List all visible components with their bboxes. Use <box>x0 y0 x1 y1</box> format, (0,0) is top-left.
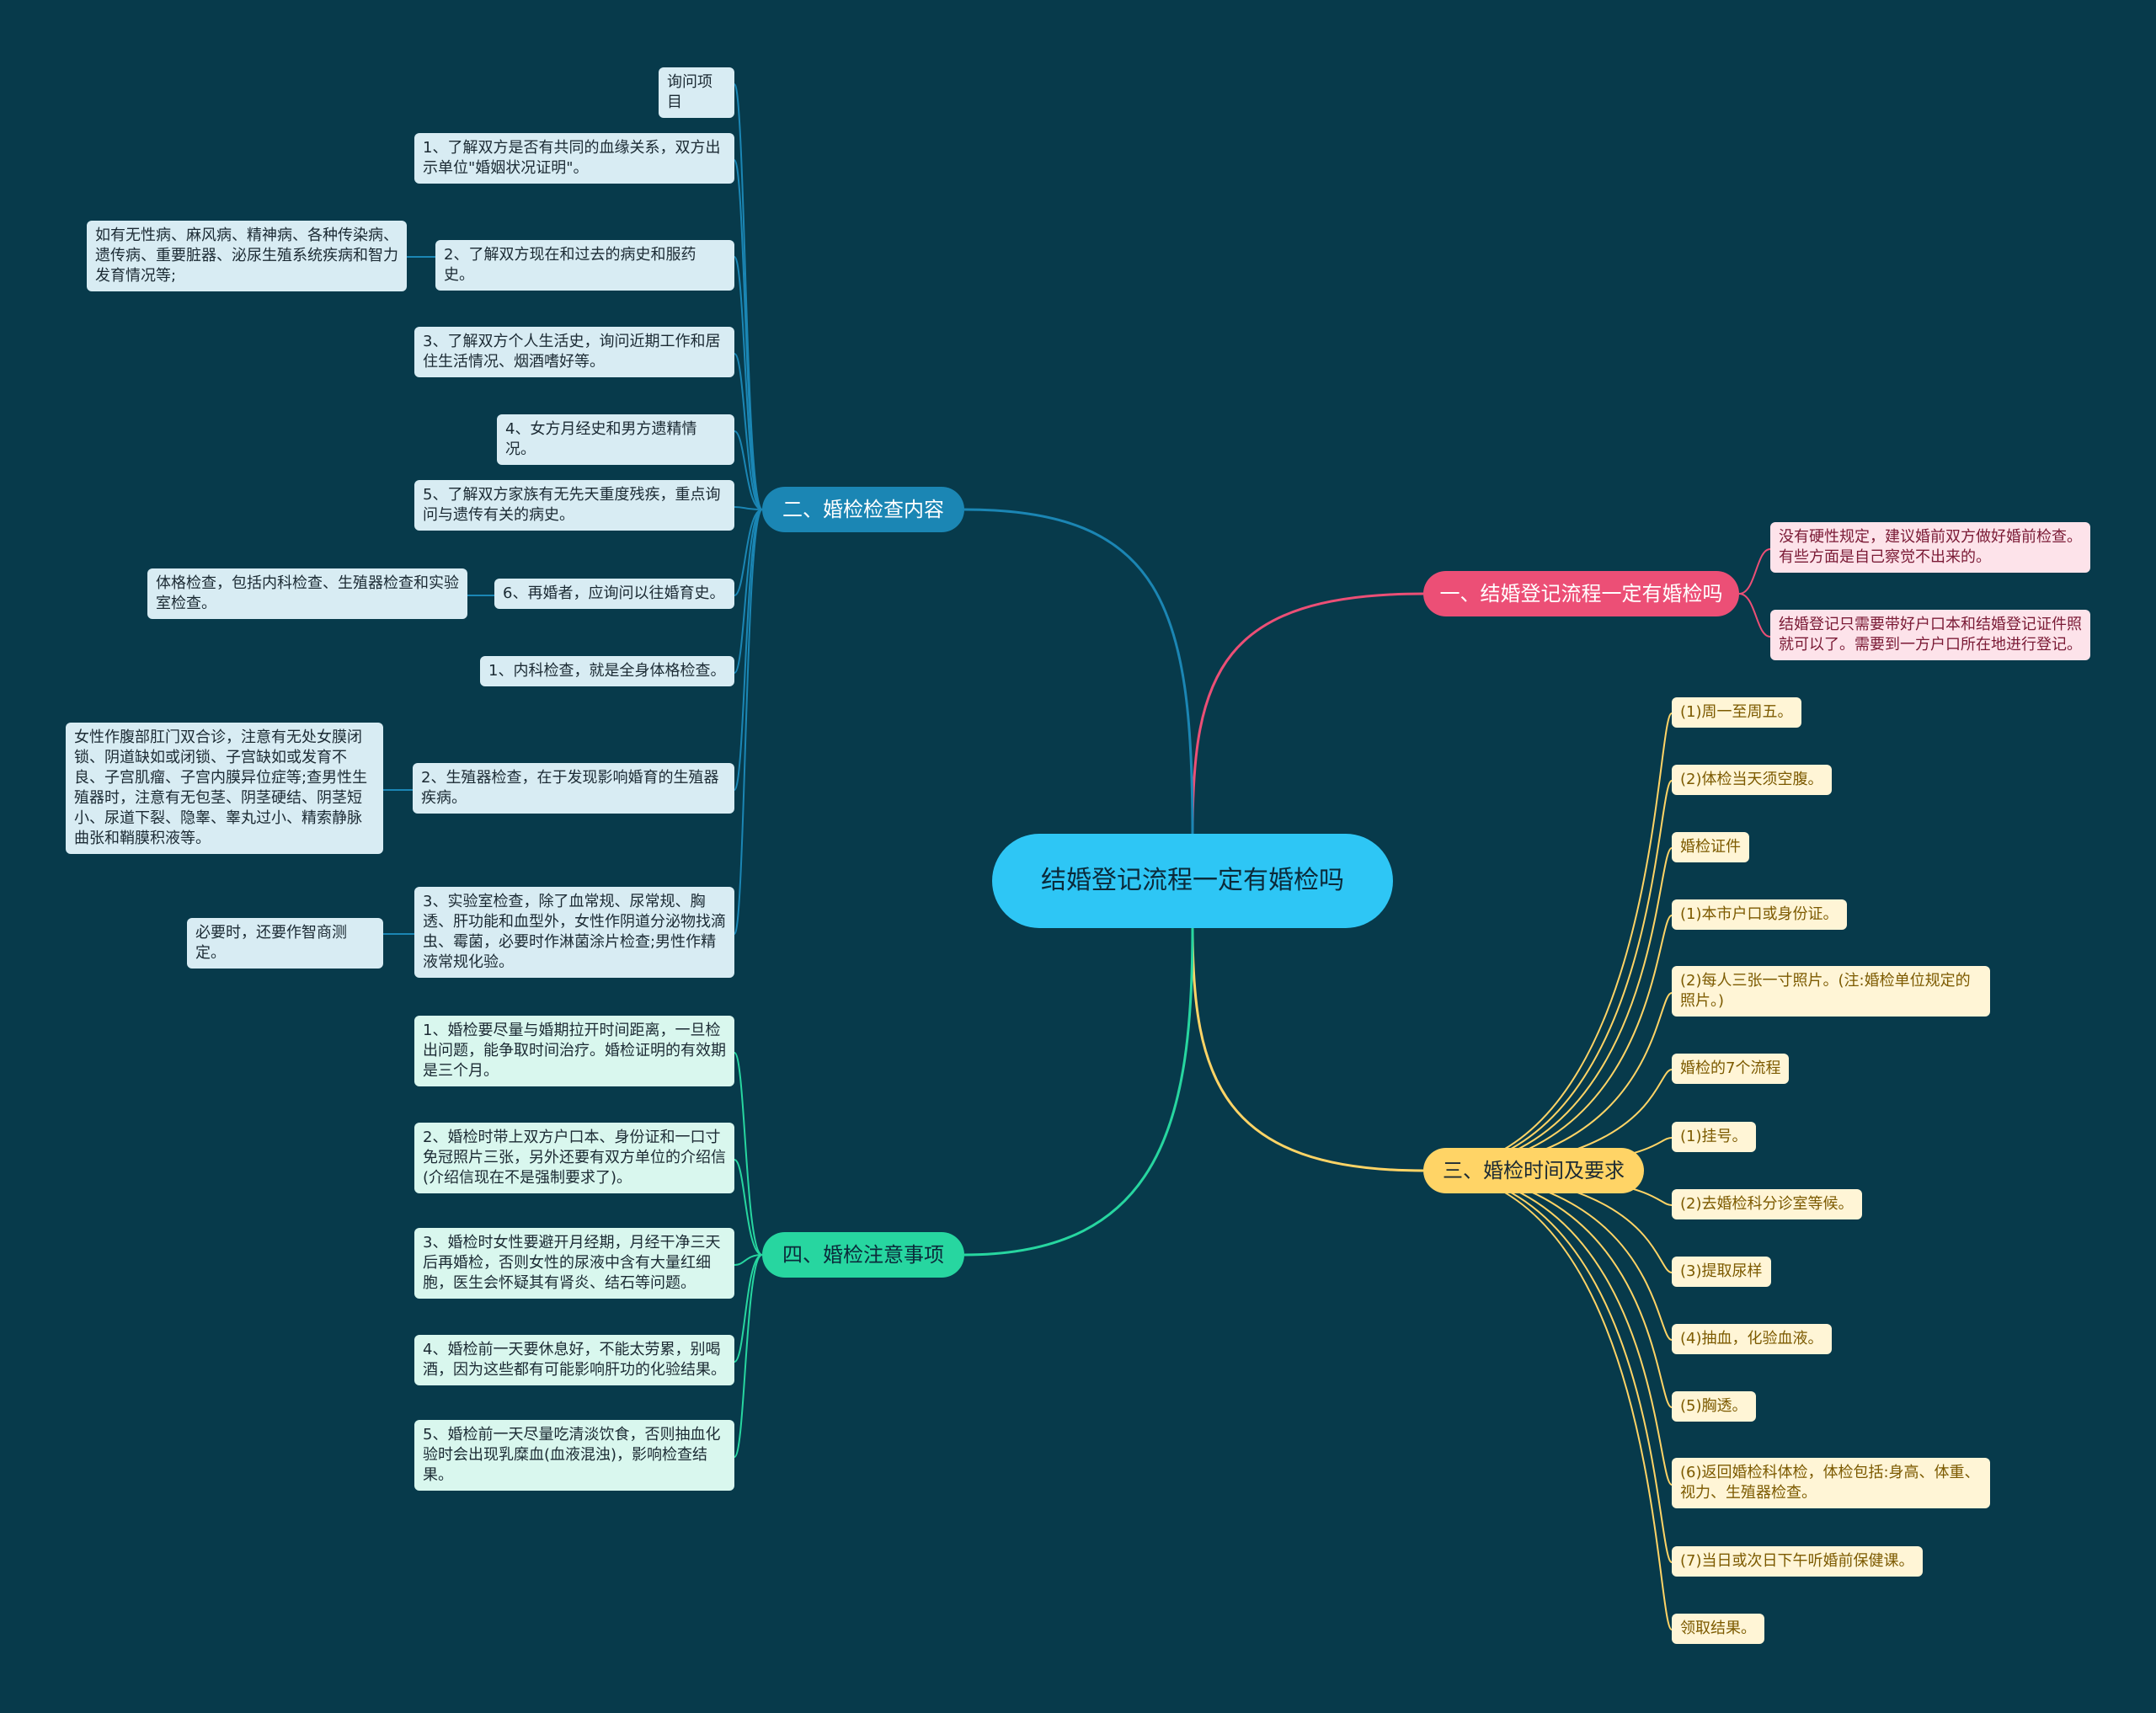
link-b3-item12 <box>1422 1170 1673 1486</box>
branch-3-item-6[interactable]: 婚检的7个流程 <box>1672 1054 1790 1084</box>
link-b3-item10 <box>1422 1170 1673 1341</box>
link-b2-item9 <box>734 509 763 791</box>
branch-3-item-8[interactable]: (2)去婚检科分诊室等候。 <box>1672 1189 1862 1219</box>
link-b2-item6 <box>734 506 763 510</box>
link-b2-item1 <box>734 83 763 510</box>
branch-2-detail-2[interactable]: 体格检查，包括内科检查、生殖器检查和实验室检查。 <box>147 568 467 619</box>
branch-3-item-14[interactable]: 领取结果。 <box>1672 1614 1764 1644</box>
branch-3-node[interactable]: 三、婚检时间及要求 <box>1423 1148 1644 1193</box>
branch-2-item-5[interactable]: 4、女方月经史和男方遗精情况。 <box>497 414 734 465</box>
branch-3-item-4[interactable]: (1)本市户口或身份证。 <box>1672 899 1847 930</box>
branch-4-node[interactable]: 四、婚检注意事项 <box>762 1232 964 1278</box>
branch-3-item-7[interactable]: (1)挂号。 <box>1672 1122 1756 1152</box>
link-b4-item5 <box>734 1254 763 1458</box>
link-root-branch3 <box>1191 926 1424 1172</box>
link-b4-item1 <box>734 1052 763 1256</box>
branch-2-item-1[interactable]: 询问项目 <box>659 67 734 118</box>
branch-2-item-10[interactable]: 3、实验室检查，除了血常规、尿常规、胸透、肝功能和血型外，女性作阴道分泌物找滴虫… <box>414 887 734 978</box>
branch-1-node[interactable]: 一、结婚登记流程一定有婚检吗 <box>1423 571 1739 616</box>
branch-3-item-2[interactable]: (2)体检当天须空腹。 <box>1672 765 1832 795</box>
link-b2-item7 <box>734 509 763 596</box>
branch-2-item-9[interactable]: 2、生殖器检查，在于发现影响婚育的生殖器疾病。 <box>413 763 734 814</box>
link-root-branch1 <box>1191 592 1424 835</box>
link-b1-item1 <box>1738 548 1771 595</box>
branch-3-item-9[interactable]: (3)提取尿样 <box>1672 1257 1771 1287</box>
branch-4-item-4[interactable]: 4、婚检前一天要休息好，不能太劳累，别喝酒，因为这些都有可能影响肝功的化验结果。 <box>414 1335 734 1385</box>
link-b3-item5 <box>1422 992 1673 1171</box>
link-b3-item11 <box>1422 1170 1673 1408</box>
branch-2-item-2[interactable]: 1、了解双方是否有共同的血缘关系，双方出示单位"婚姻状况证明"。 <box>414 133 734 184</box>
branch-2-item-7[interactable]: 6、再婚者，应询问以往婚育史。 <box>494 579 734 609</box>
link-b3-item4 <box>1422 915 1673 1171</box>
branch-4-item-2[interactable]: 2、婚检时带上双方户口本、身份证和一口寸免冠照片三张，另外还要有双方单位的介绍信… <box>414 1123 734 1193</box>
link-b2-item3 <box>734 256 763 510</box>
branch-2-item-6[interactable]: 5、了解双方家族有无先天重度残疾，重点询问与遗传有关的病史。 <box>414 480 734 531</box>
branch-2-item-8[interactable]: 1、内科检查，就是全身体格检查。 <box>480 656 734 686</box>
link-root-branch2 <box>963 508 1194 835</box>
branch-1-item-2[interactable]: 结婚登记只需要带好户口本和结婚登记证件照就可以了。需要到一方户口所在地进行登记。 <box>1770 610 2090 660</box>
root-title: 结婚登记流程一定有婚检吗 <box>1041 866 1344 895</box>
link-b1-item2 <box>1738 593 1771 638</box>
link-b2-item8 <box>734 509 763 674</box>
branch-4-item-1[interactable]: 1、婚检要尽量与婚期拉开时间距离，一旦检出问题，能争取时间治疗。婚检证明的有效期… <box>414 1016 734 1086</box>
branch-3-title: 三、婚检时间及要求 <box>1443 1159 1625 1182</box>
link-b2-item4 <box>734 353 763 510</box>
branch-3-item-10[interactable]: (4)抽血，化验血液。 <box>1672 1324 1832 1354</box>
branch-2-detail-4[interactable]: 必要时，还要作智商测定。 <box>187 918 383 969</box>
branch-3-item-11[interactable]: (5)胸透。 <box>1672 1391 1756 1422</box>
link-b4-item3 <box>734 1254 763 1266</box>
link-b4-item2 <box>734 1159 763 1256</box>
link-b3-item1 <box>1422 712 1673 1171</box>
branch-2-detail-1[interactable]: 如有无性病、麻风病、精神病、各种传染病、遗传病、重要脏器、泌尿生殖系统疾病和智力… <box>87 221 407 291</box>
branch-3-item-5[interactable]: (2)每人三张一寸照片。(注:婚检单位规定的照片。) <box>1672 966 1990 1017</box>
link-root-branch4 <box>963 926 1194 1257</box>
branch-2-title: 二、婚检检查内容 <box>782 498 944 521</box>
link-b2-item10 <box>734 509 763 935</box>
branch-3-item-13[interactable]: (7)当日或次日下午听婚前保健课。 <box>1672 1546 1923 1577</box>
root-node[interactable]: 结婚登记流程一定有婚检吗 <box>992 834 1393 928</box>
branch-4-title: 四、婚检注意事项 <box>782 1243 944 1267</box>
link-b2-item2 <box>734 159 763 510</box>
branch-4-item-5[interactable]: 5、婚检前一天尽量吃清淡饮食，否则抽血化验时会出现乳糜血(血液混浊)，影响检查结… <box>414 1420 734 1491</box>
branch-1-item-1[interactable]: 没有硬性规定，建议婚前双方做好婚前检查。有些方面是自己察觉不出来的。 <box>1770 522 2090 573</box>
branch-4-item-3[interactable]: 3、婚检时女性要避开月经期，月经干净三天后再婚检，否则女性的尿液中含有大量红细胞… <box>414 1228 734 1299</box>
link-b2-item5 <box>734 430 763 510</box>
link-b4-item4 <box>734 1254 763 1363</box>
branch-1-title: 一、结婚登记流程一定有婚检吗 <box>1439 582 1723 606</box>
link-b3-item14 <box>1422 1170 1673 1630</box>
branch-3-item-1[interactable]: (1)周一至周五。 <box>1672 697 1801 728</box>
branch-2-node[interactable]: 二、婚检检查内容 <box>762 487 964 532</box>
branch-2-item-3[interactable]: 2、了解双方现在和过去的病史和服药史。 <box>435 240 734 291</box>
branch-2-detail-3[interactable]: 女性作腹部肛门双合诊，注意有无处女膜闭锁、阴道缺如或闭锁、子宫缺如或发育不良、子… <box>66 723 383 854</box>
branch-2-item-4[interactable]: 3、了解双方个人生活史，询问近期工作和居住生活情况、烟酒嗜好等。 <box>414 327 734 377</box>
branch-3-item-3[interactable]: 婚检证件 <box>1672 832 1749 862</box>
branch-3-item-12[interactable]: (6)返回婚检科体检，体检包括:身高、体重、视力、生殖器检查。 <box>1672 1458 1990 1508</box>
